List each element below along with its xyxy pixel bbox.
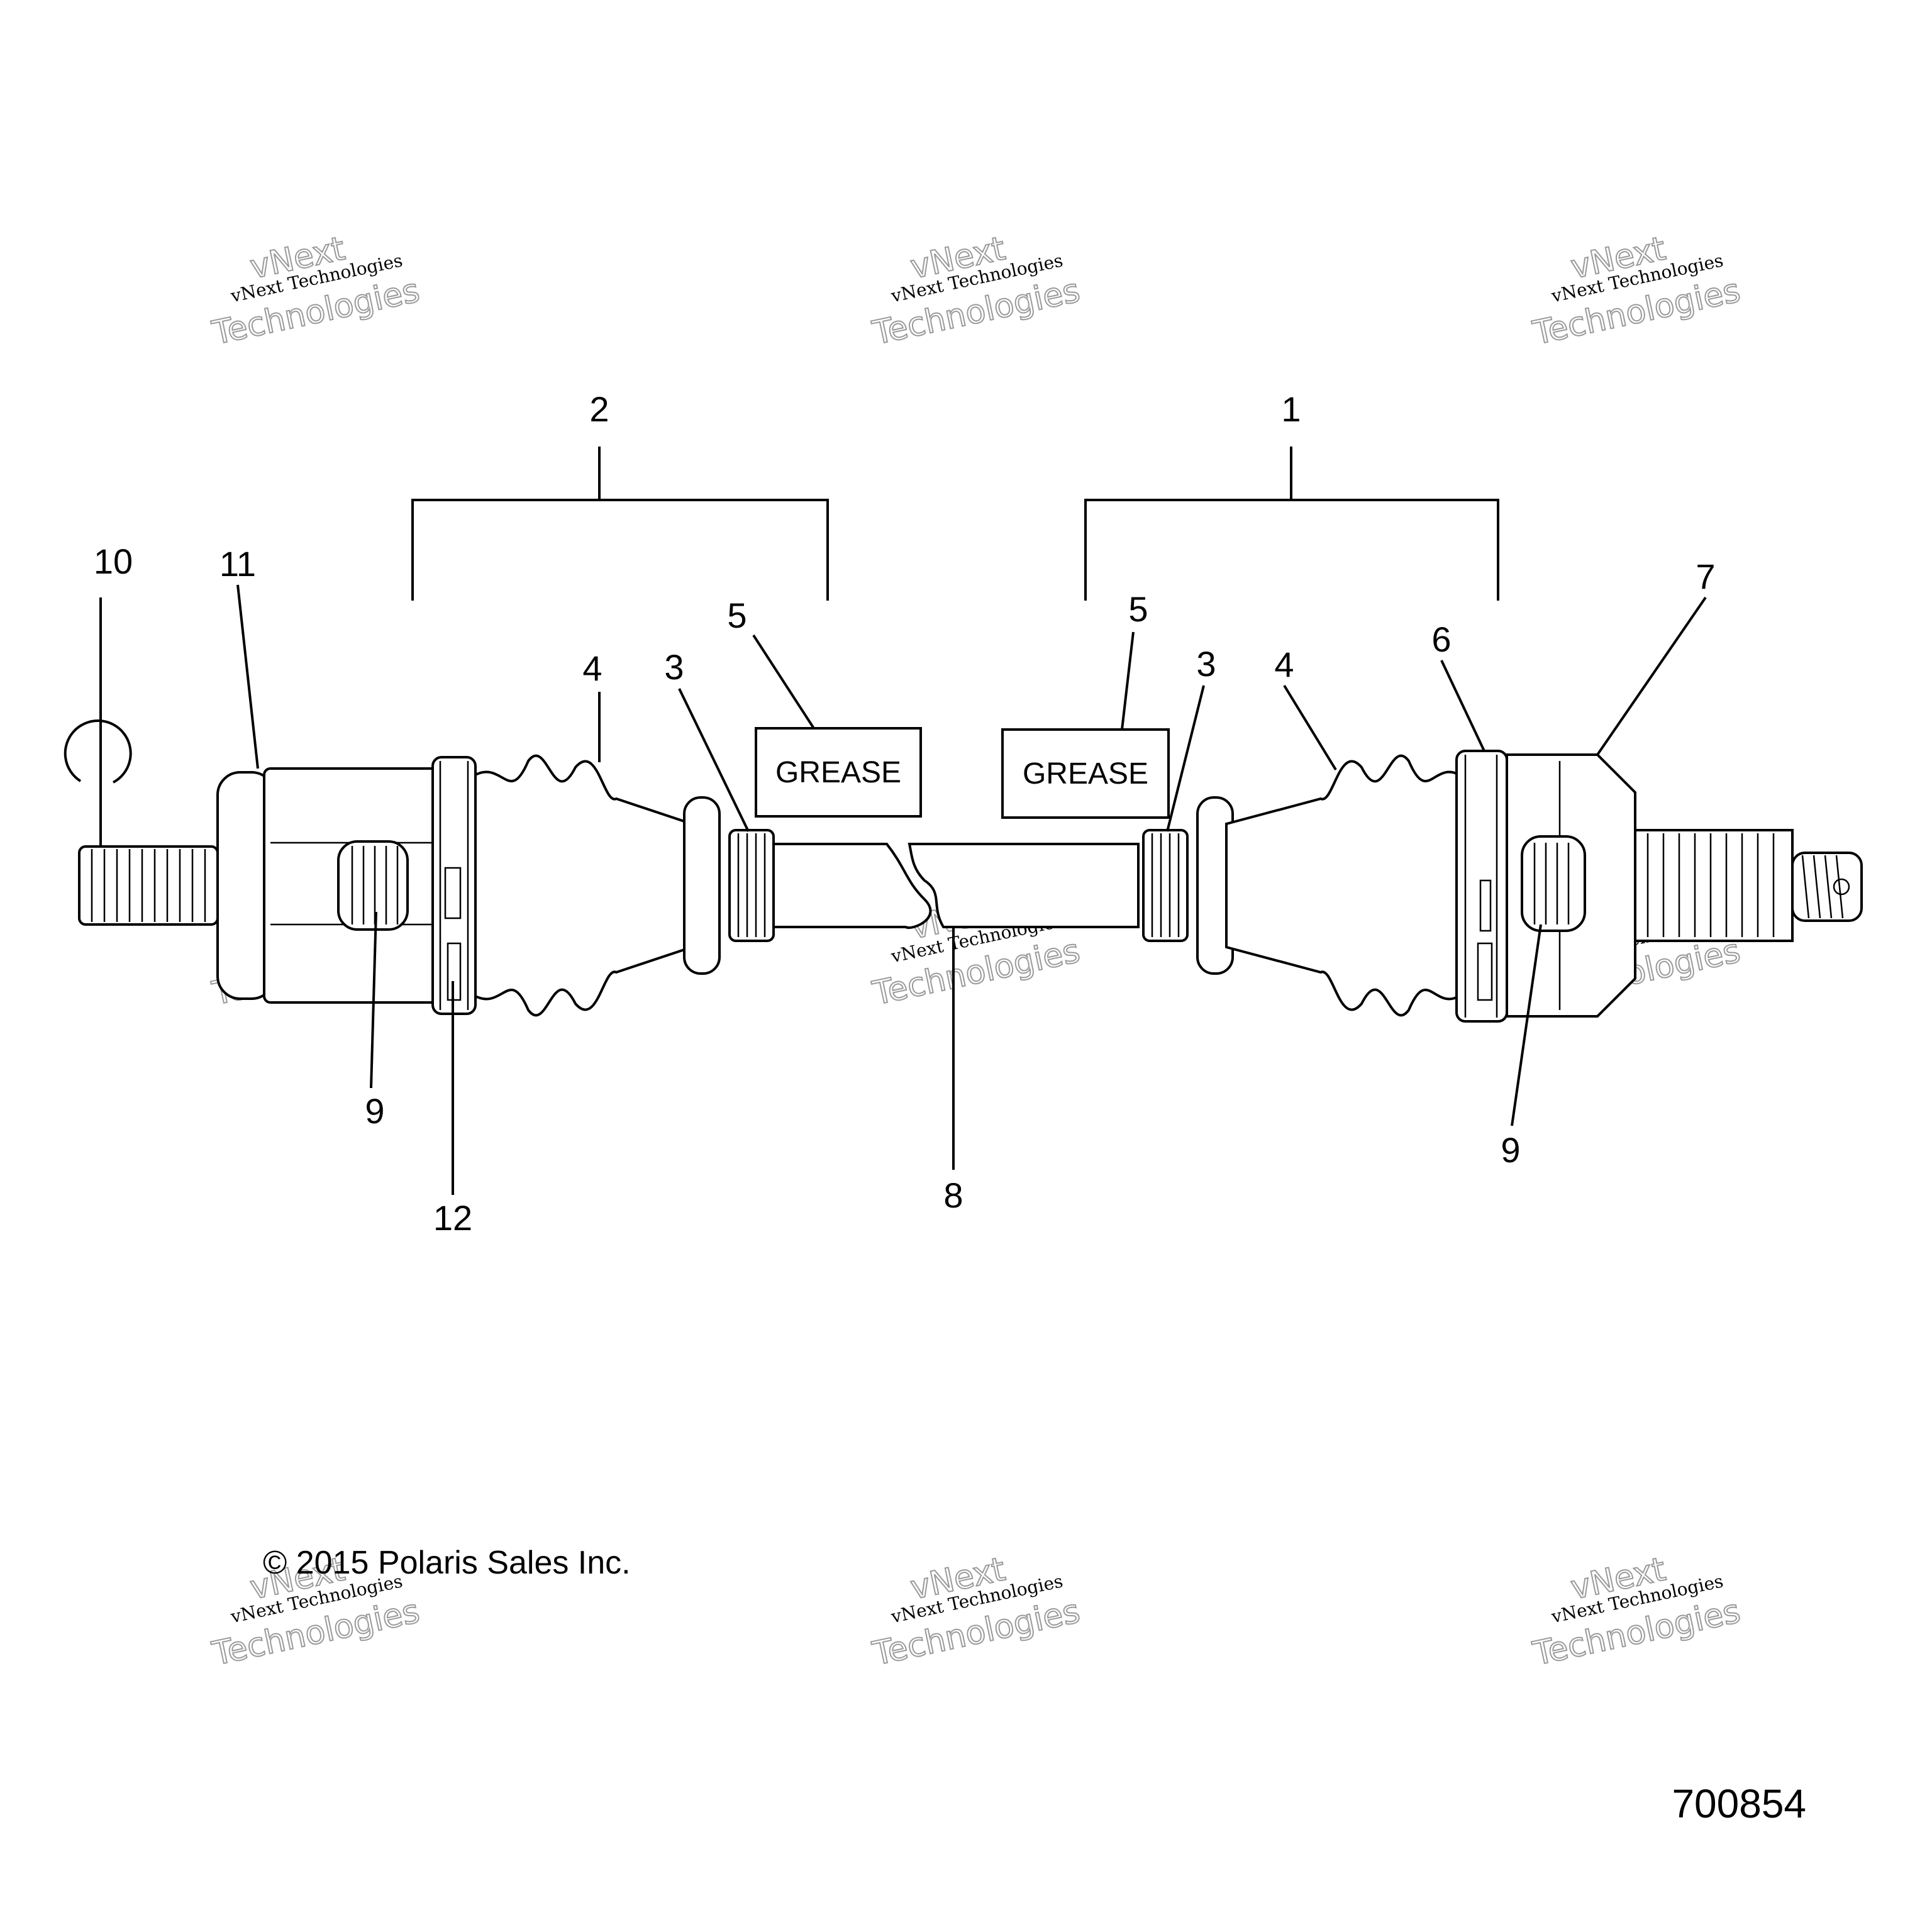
callout-4-left: 4 <box>582 648 602 688</box>
left-spline-stub <box>78 845 219 926</box>
copyright-text: © 2015 Polaris Sales Inc. <box>263 1545 631 1581</box>
inner-cv-housing-11 <box>216 767 448 1004</box>
callout-1: 1 <box>1281 389 1301 429</box>
clamp-6 <box>1455 750 1508 1023</box>
callout-9-left: 9 <box>365 1091 384 1131</box>
outer-cv-housing-7 <box>1506 753 1636 1018</box>
callout-8: 8 <box>943 1175 963 1215</box>
callout-3-right: 3 <box>1196 644 1216 684</box>
svg-text:GREASE: GREASE <box>1023 757 1148 791</box>
callout-9-right: 9 <box>1501 1130 1520 1170</box>
callout-3-left: 3 <box>664 647 684 687</box>
callout-4-right: 4 <box>1274 645 1294 684</box>
callout-7: 7 <box>1696 557 1715 596</box>
boot-left-small-end <box>683 796 721 975</box>
clamp-12 <box>431 756 477 1015</box>
grease-box-left: GREASE <box>755 727 922 818</box>
right-spline-stub <box>1634 829 1863 942</box>
callout-5-right: 5 <box>1128 589 1148 629</box>
watermark: vNext vNext Technologies Technologies <box>1529 229 1744 353</box>
watermark: vNext vNext Technologies Technologies <box>869 1550 1084 1674</box>
boot-left <box>474 754 693 1017</box>
callout-10: 10 <box>94 541 133 581</box>
bracket-assembly-1 <box>1084 447 1499 601</box>
callout-labels: 1 2 3 3 4 4 5 5 6 7 8 9 9 10 11 12 <box>94 389 1716 1238</box>
bracket-assembly-2 <box>411 447 829 601</box>
grease-box-right: GREASE <box>1001 728 1170 819</box>
figure-number: 700854 <box>1672 1781 1806 1826</box>
callout-6: 6 <box>1431 619 1451 659</box>
callout-2: 2 <box>589 389 609 429</box>
watermark: vNext vNext Technologies Technologies <box>1529 1550 1744 1674</box>
watermark: vNext vNext Technologies Technologies <box>869 229 1084 353</box>
clamp-3-right <box>1142 829 1189 942</box>
watermark: vNext vNext Technologies Technologies <box>208 229 423 353</box>
callout-11: 11 <box>219 544 256 584</box>
leader-lines <box>99 584 1707 1195</box>
clamp-3-left <box>728 829 775 942</box>
callout-12: 12 <box>433 1198 472 1238</box>
circlip-ring-10 <box>64 719 132 784</box>
svg-text:GREASE: GREASE <box>775 756 901 789</box>
callout-5-left: 5 <box>727 596 747 635</box>
axle-shaft-8 <box>772 843 1140 930</box>
boot-right <box>1225 754 1460 1017</box>
